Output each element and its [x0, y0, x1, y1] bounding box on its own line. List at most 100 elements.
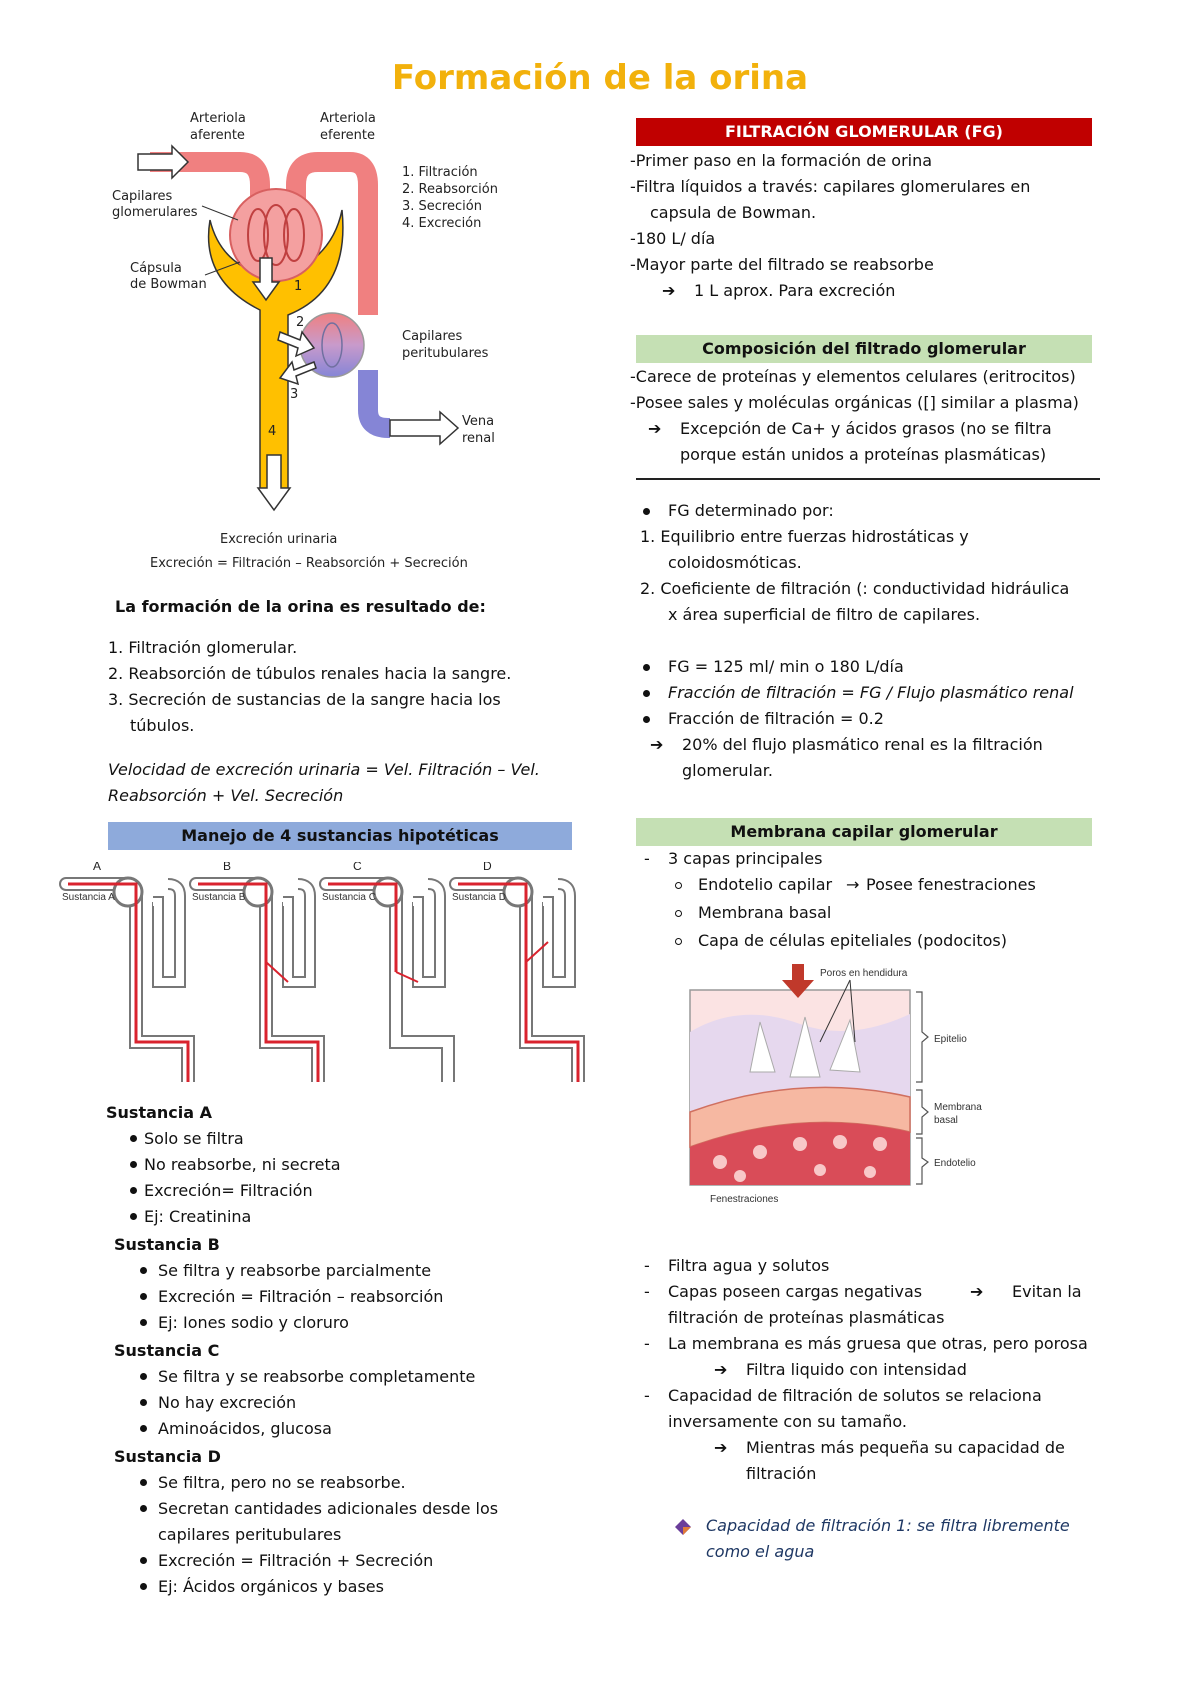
sustancia-item: Ej: Iones sodio y cloruro	[158, 1313, 349, 1332]
sustancia-label: Sustancia B	[192, 892, 246, 903]
renal-vein	[358, 370, 390, 438]
mem-line-2: Endotelio capilar	[698, 875, 833, 894]
sustancia-item: Aminoácidos, glucosa	[158, 1419, 332, 1438]
mem-line-4: Capa de células epiteliales (podocitos)	[698, 931, 1007, 950]
label-vena-1: Vena	[462, 414, 494, 429]
inflow-arrow-icon	[137, 144, 190, 180]
arrow-icon: ➔	[662, 281, 676, 300]
arrow-icon: ➔	[714, 1438, 728, 1457]
label-equation: Excreción = Filtración – Reabsorción + S…	[150, 556, 468, 571]
capillary-lumen	[543, 880, 574, 986]
glomerulus	[229, 188, 323, 282]
secretion-arrow-icon	[278, 360, 317, 386]
fg-det-2-cont: x área superficial de filtro de capilare…	[668, 605, 981, 624]
list-item-3-cont: túbulos.	[130, 716, 195, 735]
dash-icon: -	[644, 1334, 650, 1353]
label-capilares-glomerulares-2: glomerulares	[112, 205, 198, 220]
prop-4b: inversamente con su tamaño.	[668, 1412, 907, 1431]
arrow-icon: ➔	[650, 735, 664, 754]
circle-bullet-icon	[675, 882, 682, 889]
fg-value-5: glomerular.	[682, 761, 773, 780]
sustancia-item: Secretan cantidades adicionales desde lo…	[158, 1499, 499, 1518]
prop-2: Capas poseen cargas negativas	[668, 1282, 923, 1301]
bullet-icon	[140, 1267, 147, 1274]
list-item-2: 2. Reabsorción de túbulos renales hacia …	[108, 664, 512, 683]
sustancia-label: Sustancia D	[452, 892, 506, 903]
fg-line-2: -Filtra líquidos a través: capilares glo…	[630, 177, 1031, 196]
mem-line-1: 3 capas principales	[668, 849, 823, 868]
substance-path	[458, 882, 580, 1082]
mem-header: Membrana capilar glomerular	[636, 818, 1092, 846]
efferent-arteriole	[286, 152, 378, 315]
comp-line-2: -Posee sales y moléculas orgánicas ([] s…	[630, 393, 1079, 412]
secretion-line	[525, 941, 549, 963]
fg-line-6: 1 L aprox. Para excreción	[694, 281, 896, 300]
sustancia-item: Se filtra y se reabsorbe completamente	[158, 1367, 476, 1386]
sustancia-item: Solo se filtra	[144, 1129, 244, 1148]
label-num-1: 1	[294, 279, 302, 294]
sustancia-heading: Sustancia A	[106, 1103, 212, 1122]
sustancia-item: No hay excreción	[158, 1393, 297, 1412]
fg-line-5: -Mayor parte del filtrado se reabsorbe	[630, 255, 934, 274]
label-capilares-glomerulares-1: Capilares	[112, 189, 173, 204]
velocity-line-2: Reabsorción + Vel. Secreción	[108, 786, 344, 805]
reabsorption-line	[265, 961, 289, 983]
comp-header: Composición del filtrado glomerular	[636, 335, 1092, 363]
fg-det-1: 1. Equilibrio entre fuerzas hidrostática…	[640, 527, 969, 546]
sustancia-item: Se filtra y reabsorbe parcialmente	[158, 1261, 432, 1280]
label-capsula-1: Cápsula	[130, 261, 182, 276]
sustancia-item: Excreción= Filtración	[144, 1181, 313, 1200]
substance-path	[198, 882, 320, 1082]
page-title: Formación de la orina	[391, 58, 809, 98]
circle-bullet-icon	[675, 910, 682, 917]
section-header-sustancias: Manejo de 4 sustancias hipotéticas	[108, 822, 572, 850]
filtration-arrow-icon	[251, 257, 281, 302]
sustancia-item: Ej: Creatinina	[144, 1207, 252, 1226]
prop-2b: Evitan la	[1012, 1282, 1082, 1301]
label-num-4: 4	[268, 424, 276, 439]
fg-value-1: FG = 125 ml/ min o 180 L/día	[668, 657, 904, 676]
arrow-icon: →	[846, 875, 860, 894]
bullet-icon	[140, 1505, 147, 1512]
sustancia-label: Sustancia C	[322, 892, 376, 903]
arrow-icon: ➔	[714, 1360, 728, 1379]
bullet-icon	[140, 1425, 147, 1432]
label-step-1: 1. Filtración	[402, 165, 478, 180]
reabsorption-arrow-icon	[277, 330, 316, 358]
bullet-icon	[130, 1135, 137, 1142]
sustancia-item: Excreción = Filtración – reabsorción	[158, 1287, 444, 1306]
sustancia-heading: Sustancia B	[114, 1235, 220, 1254]
divider	[636, 478, 1100, 480]
substance-path	[328, 882, 398, 972]
comp-line-4: porque están unidos a proteínas plasmáti…	[680, 445, 1047, 464]
circle-bullet-icon	[675, 938, 682, 945]
sustancia-item: capilares peritubulares	[158, 1525, 342, 1544]
arrow-icon: ➔	[648, 419, 662, 438]
label-membrana-2: basal	[934, 1115, 958, 1126]
sustancia-heading: Sustancia C	[114, 1341, 220, 1360]
label-arteriola-aferente-2: aferente	[190, 128, 245, 143]
bullet-icon	[140, 1293, 147, 1300]
bullet-icon	[643, 690, 650, 697]
label-step-4: 4. Excreción	[402, 216, 481, 231]
vein-arrow-icon	[389, 410, 460, 446]
dash-icon: -	[644, 849, 650, 868]
capillary-lumen	[283, 880, 314, 986]
sustancia-letter: A	[93, 862, 101, 873]
label-vena-2: renal	[462, 431, 495, 446]
fg-line-4: -180 L/ día	[630, 229, 716, 248]
bullet-icon	[140, 1319, 147, 1326]
prop-2c: filtración de proteínas plasmáticas	[668, 1308, 945, 1327]
nephron-diagram: Arteriola aferente Arteriola eferente Ca…	[112, 111, 498, 571]
list-item-1: 1. Filtración glomerular.	[108, 638, 298, 657]
label-excrecion: Excreción urinaria	[220, 532, 337, 547]
fg-det: FG determinado por:	[668, 501, 834, 520]
diamond-bullet-icon	[675, 1519, 691, 1535]
fg-det-1-cont: coloidosmóticas.	[668, 553, 802, 572]
label-membrana-1: Membrana	[934, 1102, 982, 1113]
dash-icon: -	[644, 1256, 650, 1275]
bullet-icon	[140, 1583, 147, 1590]
bullet-icon	[140, 1479, 147, 1486]
velocity-line-1: Velocidad de excreción urinaria = Vel. F…	[108, 760, 540, 779]
